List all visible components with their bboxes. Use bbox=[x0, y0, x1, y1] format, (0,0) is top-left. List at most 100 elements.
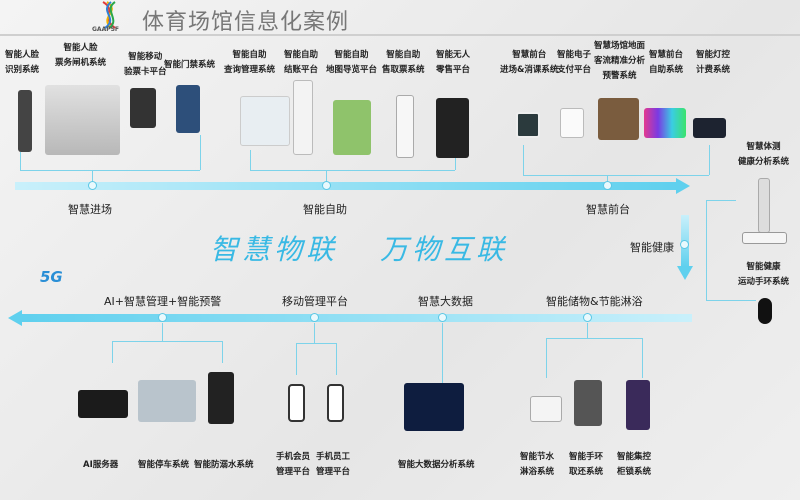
connector-line bbox=[326, 170, 327, 186]
connector-line bbox=[607, 175, 608, 186]
connector-line bbox=[442, 323, 443, 383]
item-label-line: 识别系统 bbox=[5, 65, 40, 75]
item-label-line: 结账平台 bbox=[284, 65, 319, 75]
item-label-line: 智能自助 bbox=[284, 50, 319, 60]
top-item-label: 智慧前台自助系统 bbox=[649, 48, 683, 78]
node-dot bbox=[158, 313, 167, 322]
slogan-1: 智慧物联 bbox=[210, 233, 339, 266]
bottom-item-label: 智能停车系统 bbox=[138, 458, 189, 473]
item-label-line: 智慧前台 bbox=[649, 50, 684, 60]
item-label-line: 智慧体测 bbox=[746, 142, 781, 152]
top-item-label: 智能自助结账平台 bbox=[284, 48, 318, 78]
item-label-line: 取还系统 bbox=[569, 467, 604, 477]
item-label-line: 手机员工 bbox=[316, 452, 351, 462]
parking-system-image bbox=[138, 380, 196, 422]
connector-line bbox=[92, 170, 93, 186]
bottom-item-label: 智能防溺水系统 bbox=[194, 458, 254, 473]
item-label-line: 智能移动 bbox=[128, 52, 163, 62]
item-label-line: 进场&消课系统 bbox=[500, 65, 559, 75]
connector-line bbox=[296, 343, 297, 375]
top-item-label: 智能自助售取票系统 bbox=[382, 48, 425, 78]
connector-line bbox=[455, 158, 456, 170]
connector-line bbox=[250, 150, 251, 170]
item-label-line: 淋浴系统 bbox=[520, 467, 555, 477]
connector-line bbox=[222, 341, 223, 363]
item-label-line: 健康分析系统 bbox=[738, 157, 790, 167]
item-label-line: 智能无人 bbox=[436, 50, 471, 60]
top-item-label: 智能自助地图导览平台 bbox=[326, 48, 377, 78]
item-label-line: 智能自助 bbox=[232, 50, 267, 60]
member-phone-image bbox=[288, 384, 305, 422]
item-label-line: 管理平台 bbox=[276, 467, 311, 477]
connector-line bbox=[112, 341, 222, 342]
item-label-line: AI服务器 bbox=[83, 460, 119, 470]
connector-line bbox=[200, 135, 201, 170]
node-dot bbox=[310, 313, 319, 322]
connector-line bbox=[523, 175, 709, 176]
bottom-item-label: 手机员工管理平台 bbox=[316, 450, 350, 480]
bottom-item-label: 智能节水淋浴系统 bbox=[520, 450, 554, 480]
top-item-label: 智能人脸识别系统 bbox=[5, 48, 39, 78]
item-label-line: 智能电子 bbox=[557, 50, 592, 60]
item-label-line: 智慧场馆地面 bbox=[594, 41, 646, 51]
logo-icon bbox=[102, 1, 116, 29]
flow-arrow-top bbox=[15, 182, 677, 190]
item-label-line: 预警系统 bbox=[602, 71, 637, 81]
front-desk-terminal-image bbox=[516, 112, 540, 138]
category-storage-shower: 智能储物&节能淋浴 bbox=[546, 295, 643, 308]
connector-line bbox=[250, 170, 455, 171]
arrow-head-right bbox=[676, 178, 690, 194]
connector-line bbox=[706, 300, 756, 301]
top-item-label: 智能移动验票卡平台 bbox=[124, 50, 167, 80]
item-label-line: 管理平台 bbox=[316, 467, 351, 477]
badge-5g: 5G bbox=[40, 268, 63, 286]
item-label-line: 智能人脸 bbox=[5, 50, 40, 60]
bottom-item-label: 手机会员管理平台 bbox=[276, 450, 310, 480]
bottom-item-label: 智能手环取还系统 bbox=[569, 450, 603, 480]
item-label-line: 手机会员 bbox=[276, 452, 311, 462]
node-dot bbox=[322, 181, 331, 190]
item-label-line: 智能停车系统 bbox=[138, 460, 190, 470]
connector-line bbox=[642, 338, 643, 378]
wristband-label: 智能健康运动手环系统 bbox=[738, 260, 789, 290]
bottom-item-label: AI服务器 bbox=[83, 458, 118, 473]
body-test-label: 智慧体测健康分析系统 bbox=[738, 140, 789, 170]
item-label-line: 售取票系统 bbox=[382, 65, 425, 75]
item-label-line: 智能节水 bbox=[520, 452, 555, 462]
node-dot bbox=[438, 313, 447, 322]
flow-arrow-bottom bbox=[22, 314, 692, 322]
top-item-label: 智能灯控计费系统 bbox=[696, 48, 730, 78]
connector-line bbox=[20, 152, 21, 170]
kiosk-query-image bbox=[240, 96, 290, 146]
connector-line bbox=[546, 338, 547, 378]
item-label-line: 地图导览平台 bbox=[326, 65, 378, 75]
ai-server-image bbox=[78, 390, 128, 418]
connector-line bbox=[706, 200, 707, 300]
category-big-data: 智慧大数据 bbox=[418, 295, 473, 308]
map-kiosk-image bbox=[333, 100, 371, 155]
connector-line bbox=[112, 341, 113, 363]
item-label-line: 智能健康 bbox=[746, 262, 781, 272]
top-item-label: 智能无人零售平台 bbox=[436, 48, 470, 78]
bottom-item-label: 智能集控柜锁系统 bbox=[617, 450, 651, 480]
item-label-line: 验票卡平台 bbox=[124, 67, 167, 77]
item-label-line: 客流精准分析 bbox=[594, 56, 646, 66]
item-label-line: 智能自助 bbox=[386, 50, 421, 60]
connector-line bbox=[20, 170, 200, 171]
item-label-line: 柜锁系统 bbox=[617, 467, 652, 477]
anti-drowning-image bbox=[208, 372, 234, 424]
node-dot bbox=[603, 181, 612, 190]
item-label-line: 自助系统 bbox=[649, 65, 684, 75]
category-smart-entry: 智慧进场 bbox=[68, 203, 112, 216]
item-label-line: 支付平台 bbox=[557, 65, 592, 75]
slogan-2: 万物互联 bbox=[380, 233, 509, 266]
connector-line bbox=[336, 343, 337, 375]
item-label-line: 智能集控 bbox=[617, 452, 652, 462]
arrow-head-left bbox=[8, 310, 22, 326]
locker-system-image bbox=[626, 380, 650, 430]
item-label-line: 智能灯控 bbox=[696, 50, 731, 60]
item-label-line: 票务闸机系统 bbox=[55, 58, 107, 68]
item-label-line: 智能大数据分析系统 bbox=[398, 460, 475, 470]
item-label-line: 计费系统 bbox=[696, 65, 731, 75]
item-label-line: 零售平台 bbox=[436, 65, 471, 75]
